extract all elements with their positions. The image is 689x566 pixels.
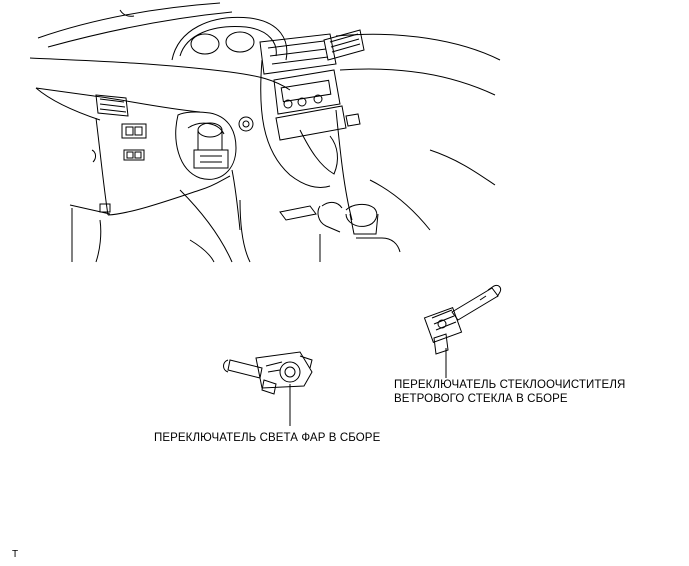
wiper-switch-label-line-2: ВЕТРОВОГО СТЕКЛА В СБОРЕ <box>394 393 568 405</box>
headlight-switch-label: ПЕРЕКЛЮЧАТЕЛЬ СВЕТА ФАР В СБОРЕ <box>154 432 381 444</box>
wiper-switch-label-line-1: ПЕРЕКЛЮЧАТЕЛЬ СТЕКЛООЧИСТИТЕЛЯ <box>394 379 626 391</box>
wiper-switch-label: ПЕРЕКЛЮЧАТЕЛЬ СТЕКЛООЧИСТИТЕЛЯ ВЕТРОВОГО… <box>394 378 625 406</box>
figure-code: T <box>12 549 19 560</box>
